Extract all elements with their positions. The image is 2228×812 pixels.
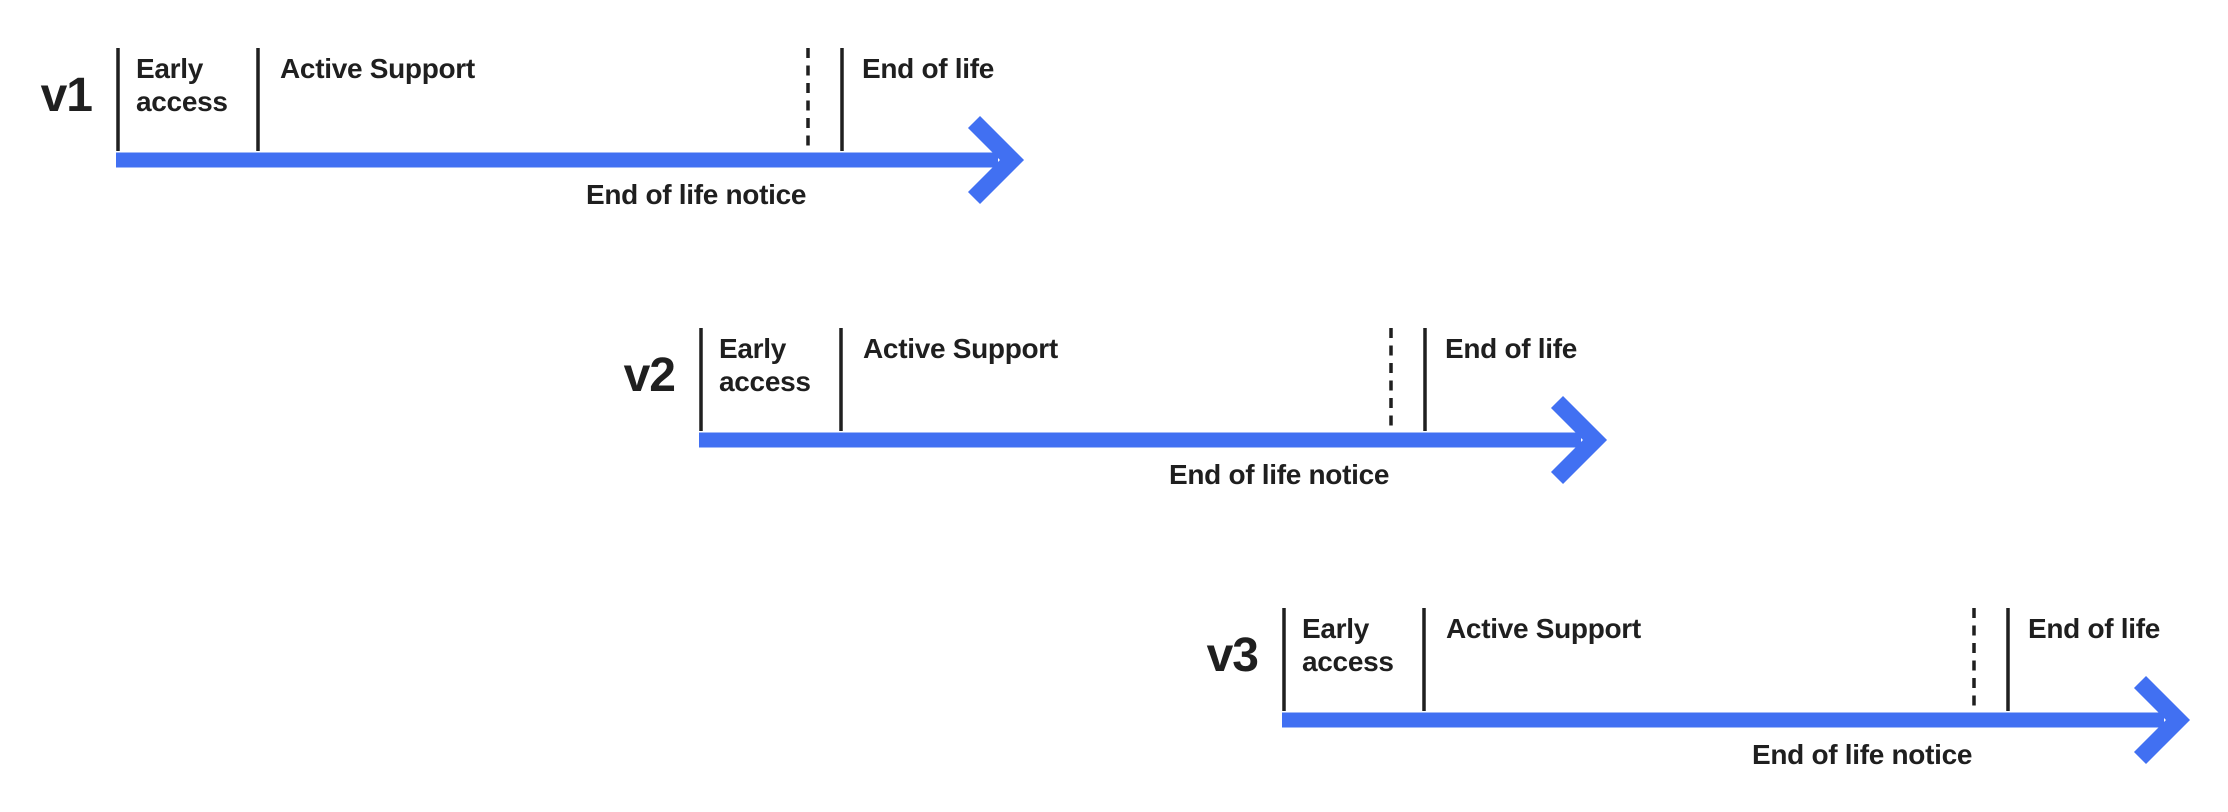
version-label: v3 bbox=[1206, 629, 1259, 682]
timeline-v2: v2 Early access Active Support End of li… bbox=[583, 288, 1693, 503]
phase-label-active-support: Active Support bbox=[1446, 613, 1641, 644]
phase-label-early-access: Early access bbox=[136, 53, 228, 117]
version-label: v1 bbox=[40, 69, 93, 122]
phase-label-end-of-life-notice: End of life notice bbox=[1169, 459, 1390, 490]
version-label: v2 bbox=[623, 349, 676, 402]
timeline-v1: v1 Early access Active Support End of li… bbox=[0, 8, 1110, 223]
phase-label-early-access: Early access bbox=[1302, 613, 1394, 677]
timeline-v1-graphic bbox=[116, 48, 1025, 205]
phase-label-end-of-life: End of life bbox=[2028, 613, 2161, 644]
timeline-arrow-head-icon bbox=[1550, 395, 1608, 485]
timeline-v3-graphic bbox=[1282, 608, 2191, 765]
timeline-v3: v3 Early access Active Support End of li… bbox=[1166, 568, 2228, 783]
phase-label-active-support: Active Support bbox=[280, 53, 475, 84]
timeline-arrow-head-icon bbox=[2133, 675, 2191, 765]
phase-label-active-support: Active Support bbox=[863, 333, 1058, 364]
phase-label-end-of-life: End of life bbox=[862, 53, 995, 84]
timeline-v2-graphic bbox=[699, 328, 1608, 485]
phase-label-early-access: Early access bbox=[719, 333, 811, 397]
phase-label-end-of-life: End of life bbox=[1445, 333, 1578, 364]
timeline-arrow-head-icon bbox=[967, 115, 1025, 205]
phase-label-end-of-life-notice: End of life notice bbox=[586, 179, 807, 210]
phase-label-end-of-life-notice: End of life notice bbox=[1752, 739, 1973, 770]
